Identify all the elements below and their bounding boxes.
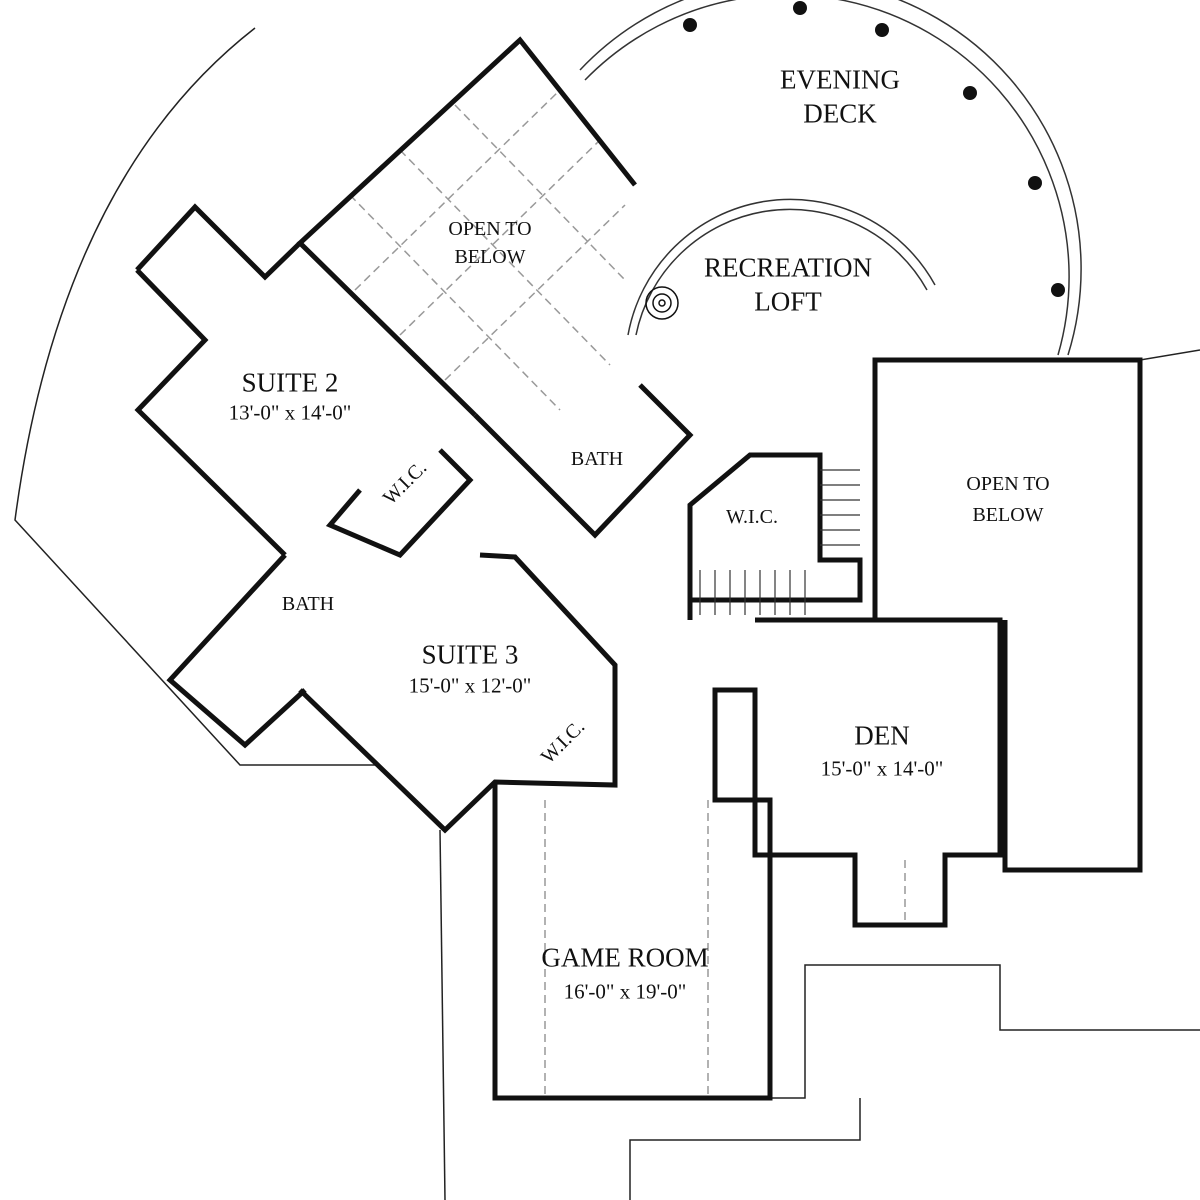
recreation-loft-label: RECREATION (704, 252, 872, 283)
bath-left-label: BATH (281, 593, 335, 615)
den-size: 15'-0" x 14'-0" (820, 756, 944, 781)
recreation-loft-label-2: LOFT (754, 286, 822, 317)
open-to-below-left-label-2: BELOW (454, 246, 526, 268)
evening-deck-label: EVENING (780, 64, 900, 95)
walls (134, 36, 1143, 1101)
open-to-below-left-label: OPEN TO (448, 218, 532, 240)
game-room-beams (544, 800, 906, 1095)
deck-posts (683, 1, 1065, 297)
stairs (699, 469, 860, 615)
open-to-below-right-label: OPEN TO (966, 473, 1050, 495)
game-room-size: 16'-0" x 19'-0" (563, 979, 687, 1004)
evening-deck-label-2: DECK (803, 98, 877, 129)
ceiling-fan (645, 286, 679, 320)
recreation-loft-wall (627, 198, 936, 336)
suite2-label: SUITE 2 (241, 367, 339, 398)
suite3-size: 15'-0" x 12'-0" (408, 673, 532, 698)
site-outline (14, 27, 1200, 1200)
suite2-size: 13'-0" x 14'-0" (228, 400, 352, 425)
evening-deck-railing (579, 0, 1082, 356)
den-label: DEN (854, 720, 910, 751)
game-room-label: GAME ROOM (541, 942, 709, 973)
open-to-below-right-label-2: BELOW (972, 504, 1044, 526)
open-to-below-grid (349, 89, 626, 411)
suite3-label: SUITE 3 (421, 639, 519, 670)
wic-stairs-label: W.I.C. (725, 506, 779, 528)
bath-upper-label: BATH (570, 448, 624, 470)
